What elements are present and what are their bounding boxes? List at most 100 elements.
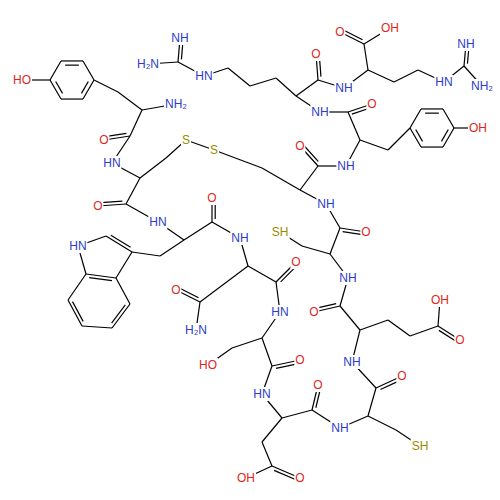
bond xyxy=(425,113,439,114)
bond xyxy=(89,278,112,281)
atom-label: HO xyxy=(12,73,32,87)
atom-label: OH xyxy=(236,471,256,485)
bond xyxy=(262,338,272,366)
bond xyxy=(300,166,318,190)
bond xyxy=(276,78,296,96)
bond xyxy=(388,320,410,336)
bond xyxy=(368,70,394,82)
atom-label: HN xyxy=(434,75,453,89)
atom-label: O xyxy=(366,97,377,111)
bond xyxy=(416,129,423,141)
atom-label: H₂N xyxy=(184,323,208,337)
bond xyxy=(360,140,388,150)
bond xyxy=(232,338,262,348)
atom-label: S xyxy=(181,133,191,147)
bond xyxy=(262,442,272,466)
atom-label: NH xyxy=(316,197,335,211)
atom-label: O xyxy=(170,283,181,297)
bond xyxy=(130,110,142,136)
bond xyxy=(344,31,362,40)
bond xyxy=(439,330,456,341)
atom-label: O xyxy=(206,191,217,205)
atom-label: NH xyxy=(456,37,475,51)
atom-label: NH xyxy=(338,271,357,285)
bond xyxy=(364,44,368,70)
atom-label: HN xyxy=(270,305,289,319)
bond xyxy=(305,146,319,161)
atom-label: O xyxy=(312,378,323,392)
atom-label: NH₂ xyxy=(164,97,188,111)
atom-label: H₂N xyxy=(136,57,160,71)
atom-label: O xyxy=(360,225,371,239)
bond xyxy=(118,92,142,110)
bond xyxy=(282,410,312,418)
atom-label: O xyxy=(92,199,103,213)
bond xyxy=(360,320,388,330)
bond xyxy=(112,304,130,328)
bond xyxy=(116,252,132,278)
atom-label: HN xyxy=(252,387,271,401)
bond xyxy=(68,274,86,300)
bond xyxy=(83,80,94,99)
bond xyxy=(228,68,250,86)
atom-label: O xyxy=(294,353,305,367)
atom-label: NH₂ xyxy=(470,79,494,93)
bond xyxy=(421,108,443,109)
atom-label: SH xyxy=(271,225,290,239)
bond xyxy=(61,60,83,61)
bond xyxy=(112,305,126,323)
bond xyxy=(132,252,160,256)
bond xyxy=(82,326,112,328)
bond xyxy=(262,168,300,190)
atom-label: O xyxy=(290,255,301,269)
atom-label: NH xyxy=(330,421,349,435)
bond xyxy=(140,158,166,178)
bond xyxy=(348,112,360,140)
bond xyxy=(250,78,276,86)
bond xyxy=(224,266,248,284)
atom-label: O xyxy=(310,47,321,61)
bond xyxy=(214,150,262,168)
bond xyxy=(394,70,418,82)
atom-label: NH xyxy=(230,231,249,245)
atom-label: S xyxy=(209,143,219,157)
atom-label: OH xyxy=(430,293,450,307)
bond xyxy=(50,80,61,99)
bond xyxy=(368,416,396,430)
bond xyxy=(184,222,212,240)
bond xyxy=(180,289,198,298)
bond xyxy=(340,306,360,330)
bond xyxy=(126,178,140,204)
atom-label: HN xyxy=(102,156,121,170)
bond xyxy=(116,278,130,304)
bond xyxy=(101,201,122,203)
bond xyxy=(83,61,94,80)
atom-label: HN xyxy=(68,239,87,253)
bond xyxy=(68,300,82,326)
atom-label: O xyxy=(294,139,305,153)
bond xyxy=(106,236,132,252)
bond xyxy=(410,326,438,336)
atom-label: OH xyxy=(380,21,400,35)
bond xyxy=(61,98,83,99)
atom-label: O xyxy=(308,305,319,319)
bond xyxy=(443,128,454,147)
bond xyxy=(368,388,376,416)
atom-label: O xyxy=(396,369,407,383)
bond xyxy=(65,65,79,66)
bond xyxy=(72,302,83,322)
atom-label: NH xyxy=(310,105,329,119)
bond xyxy=(50,61,61,80)
atom-label: SH xyxy=(411,439,430,453)
atom-label: NH xyxy=(342,355,361,369)
bond xyxy=(388,128,410,150)
bond xyxy=(274,470,295,479)
bond xyxy=(421,146,443,147)
bond xyxy=(410,128,421,147)
atom-label: NH xyxy=(334,81,353,95)
bond xyxy=(248,266,276,282)
bond xyxy=(200,284,224,302)
bond xyxy=(296,80,318,96)
bond xyxy=(410,109,421,128)
